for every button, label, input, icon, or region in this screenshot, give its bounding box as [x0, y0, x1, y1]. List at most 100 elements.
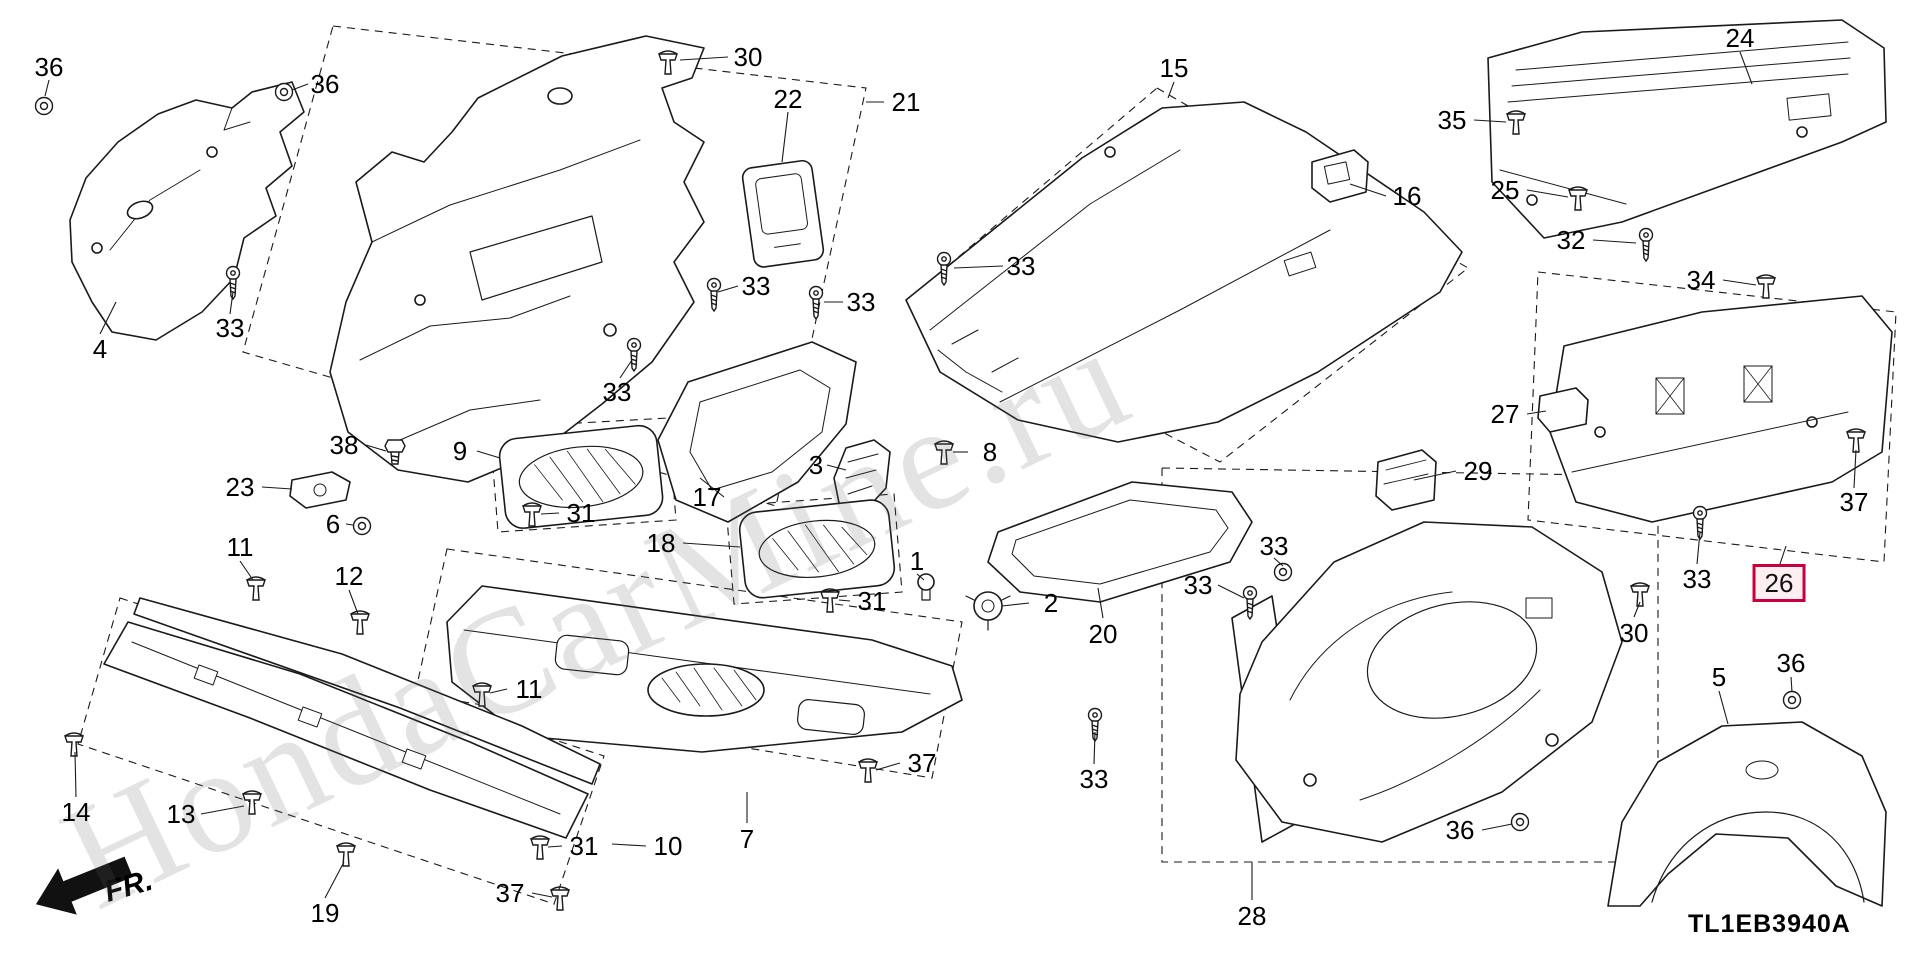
part-label-18[interactable]: 18 [646, 528, 676, 558]
leader-line [1778, 545, 1787, 568]
leader-line [345, 523, 354, 526]
part-label-33[interactable]: 33 [1079, 764, 1109, 794]
part-label-33[interactable]: 33 [1183, 570, 1213, 600]
part-label-28[interactable]: 28 [1237, 901, 1267, 931]
part-label-3[interactable]: 3 [808, 450, 824, 480]
leader-line [1722, 279, 1757, 286]
part-label-24[interactable]: 24 [1725, 23, 1755, 53]
leader-line [1853, 449, 1857, 489]
part-16-striker-bracket [1311, 149, 1369, 203]
part-label-16[interactable]: 16 [1392, 181, 1422, 211]
part-label-29[interactable]: 29 [1463, 456, 1493, 486]
leader-line [324, 861, 345, 899]
part-label-2[interactable]: 2 [1043, 588, 1059, 618]
part-label-30[interactable]: 30 [1619, 618, 1649, 648]
leader-line [99, 301, 117, 335]
part-label-31[interactable]: 31 [569, 831, 599, 861]
leader-line [365, 444, 387, 452]
part-label-22[interactable]: 22 [773, 84, 803, 114]
leader-line [699, 477, 725, 498]
part-label-11[interactable]: 11 [226, 532, 254, 562]
part-label-23[interactable]: 23 [225, 472, 255, 502]
part-label-34[interactable]: 34 [1686, 265, 1716, 295]
part-4-side-bracket [69, 81, 305, 341]
part-label-27[interactable]: 27 [1490, 399, 1520, 429]
part-label-14[interactable]: 14 [61, 797, 91, 827]
leader-line [239, 560, 254, 581]
part-label-36[interactable]: 36 [1445, 815, 1475, 845]
part-label-19[interactable]: 19 [310, 898, 340, 928]
part-label-33[interactable]: 33 [215, 313, 245, 343]
leader-line [1696, 531, 1701, 565]
part-label-33[interactable]: 33 [602, 377, 632, 407]
leader-line [1481, 823, 1513, 831]
part-24-tailgate-lower-trim [1487, 19, 1887, 239]
part-label-26-highlighted[interactable]: 26 [1752, 564, 1806, 602]
part-label-38[interactable]: 38 [329, 430, 359, 460]
part-label-4[interactable]: 4 [92, 334, 108, 364]
part-18-speaker-grille [738, 499, 896, 599]
part-label-36[interactable]: 36 [310, 69, 340, 99]
part-label-35[interactable]: 35 [1437, 105, 1467, 135]
part-5-wheel-arch-trim [1607, 721, 1887, 907]
part-label-37[interactable]: 37 [907, 748, 937, 778]
leader-line [611, 843, 647, 847]
part-label-37[interactable]: 37 [1839, 487, 1869, 517]
leader-line [1718, 690, 1729, 725]
leader-line [1592, 239, 1637, 244]
part-label-1[interactable]: 1 [909, 546, 925, 576]
part-label-8[interactable]: 8 [982, 437, 998, 467]
leader-line [1001, 602, 1030, 607]
part-22-access-lid [741, 159, 825, 268]
part-label-33[interactable]: 33 [1006, 251, 1036, 281]
part-label-10[interactable]: 10 [653, 831, 683, 861]
part-label-11[interactable]: 11 [515, 674, 543, 704]
part-label-17[interactable]: 17 [692, 482, 722, 512]
leader-line [44, 79, 50, 97]
leader-line [476, 450, 501, 459]
part-label-13[interactable]: 13 [166, 799, 196, 829]
diagram-code: TL1EB3940A [1688, 910, 1851, 938]
part-label-15[interactable]: 15 [1159, 53, 1189, 83]
part-label-33[interactable]: 33 [1682, 564, 1712, 594]
leader-line [1167, 81, 1175, 99]
leader-line [682, 542, 741, 548]
leader-line [531, 892, 553, 898]
part-label-32[interactable]: 32 [1556, 225, 1586, 255]
leader-line [1413, 470, 1457, 481]
part-label-30[interactable]: 30 [733, 42, 763, 72]
part-label-5[interactable]: 5 [1711, 662, 1727, 692]
leader-line [1739, 51, 1753, 85]
part-label-20[interactable]: 20 [1088, 619, 1118, 649]
leader-line [261, 486, 293, 490]
part-label-9[interactable]: 9 [452, 436, 468, 466]
part-label-36[interactable]: 36 [34, 52, 64, 82]
part-label-33[interactable]: 33 [846, 287, 876, 317]
part-label-33[interactable]: 33 [741, 271, 771, 301]
part-9-speaker-grille [498, 424, 664, 529]
part-label-37[interactable]: 37 [495, 878, 525, 908]
part-label-21[interactable]: 21 [891, 87, 921, 117]
part-17-tray [657, 341, 857, 523]
part-label-7[interactable]: 7 [739, 824, 755, 854]
leader-line [348, 589, 359, 615]
part-label-12[interactable]: 12 [334, 561, 364, 591]
part-label-31[interactable]: 31 [566, 498, 596, 528]
leader-line [953, 265, 1004, 269]
leader-line [1633, 601, 1641, 618]
part-label-36[interactable]: 36 [1776, 648, 1806, 678]
part-label-31[interactable]: 31 [857, 586, 887, 616]
leader-line [1790, 676, 1793, 693]
part-7-rear-shelf-trim [446, 585, 963, 753]
part-label-6[interactable]: 6 [325, 509, 341, 539]
part-20-tool-tray [987, 481, 1253, 603]
leader-line [781, 111, 789, 163]
part-26-side-trim-panel [1549, 295, 1893, 523]
part-label-25[interactable]: 25 [1490, 175, 1520, 205]
leader-line [1093, 731, 1096, 765]
leader-line [1273, 557, 1284, 567]
part-label-33[interactable]: 33 [1259, 531, 1289, 561]
leader-line [291, 83, 309, 91]
